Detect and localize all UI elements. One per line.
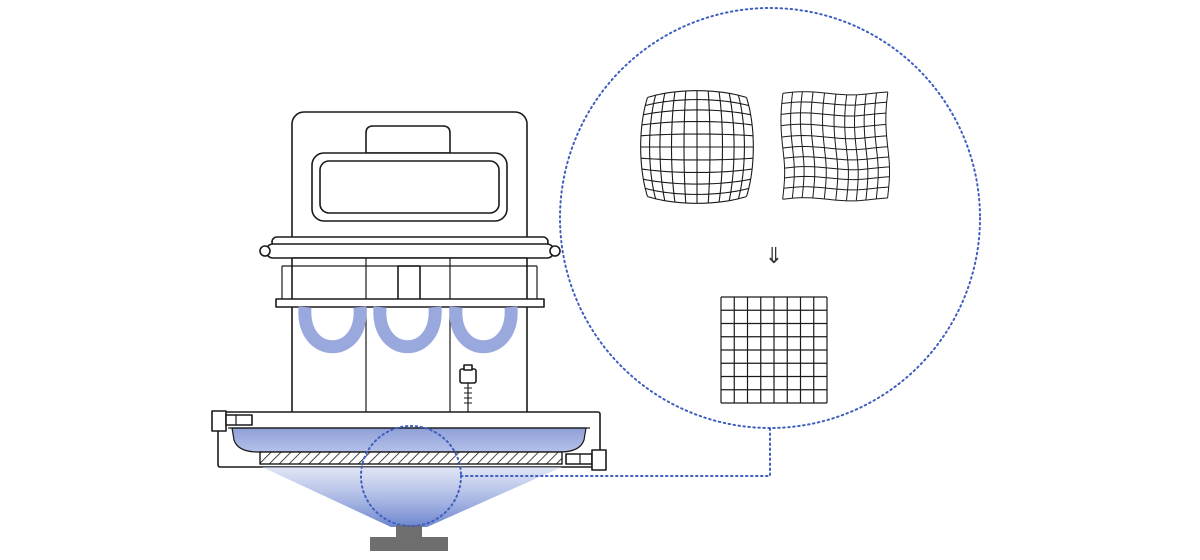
grid-line [874,92,879,199]
projector-lens [396,525,422,537]
projection-beam [262,467,562,527]
grid-line [782,145,888,151]
shelf-bar [275,298,545,308]
projector-stand [370,537,448,551]
grid-line [833,94,839,201]
grid-line [781,101,887,106]
base-tray [211,410,607,471]
grid-line [784,175,890,181]
grid-line [784,166,890,171]
grid-line [781,112,886,117]
corrected-grid-icon [720,296,828,404]
grid-line [783,156,889,161]
adjustment-screw [459,364,477,412]
grid-line [780,93,786,200]
grid-line [745,97,754,197]
coolant-loop-3 [449,306,518,354]
rim-knob-right [549,245,561,257]
magnifier-large-circle [559,7,981,429]
grid-line [728,93,735,201]
grid-line [783,186,889,191]
coolant-bath [231,427,587,453]
grid-line [782,197,888,202]
machine-body [259,111,561,414]
grid-line [799,91,805,198]
grid-line [863,93,869,201]
grid-line [645,187,749,195]
magnifier-callout [360,7,981,527]
grid-line [643,178,751,185]
rim-knob-left [259,245,271,257]
wavy-distorted-grid-icon [780,91,891,202]
top-handle [365,125,451,154]
projection-assembly [262,467,562,551]
left-connector [211,410,253,432]
rim-band-lower [265,243,555,259]
coolant-loop-2 [373,306,442,354]
grid-line [844,94,849,201]
grid-line [707,90,711,204]
grid-line [647,195,747,204]
grid-line [640,157,754,161]
correction-arrow-icon: ⇓ [765,244,783,269]
grid-line [810,91,816,199]
display-window-inner [319,160,500,214]
grid-line [822,92,827,200]
coolant-loops [298,306,518,354]
right-connector [565,449,607,471]
grid-line [780,123,886,128]
grid-line [790,92,795,199]
grid-line [885,91,891,199]
grid-line [641,168,753,174]
grid-line [853,94,859,201]
barrel-distorted-grid-icon [640,90,754,204]
coolant-loop-1 [298,306,367,354]
grid-line [737,95,745,199]
grid-line [782,91,888,96]
center-block [397,265,421,301]
grid-line [718,91,724,203]
callout-connector-line [460,427,771,477]
hatched-plate [259,451,563,465]
